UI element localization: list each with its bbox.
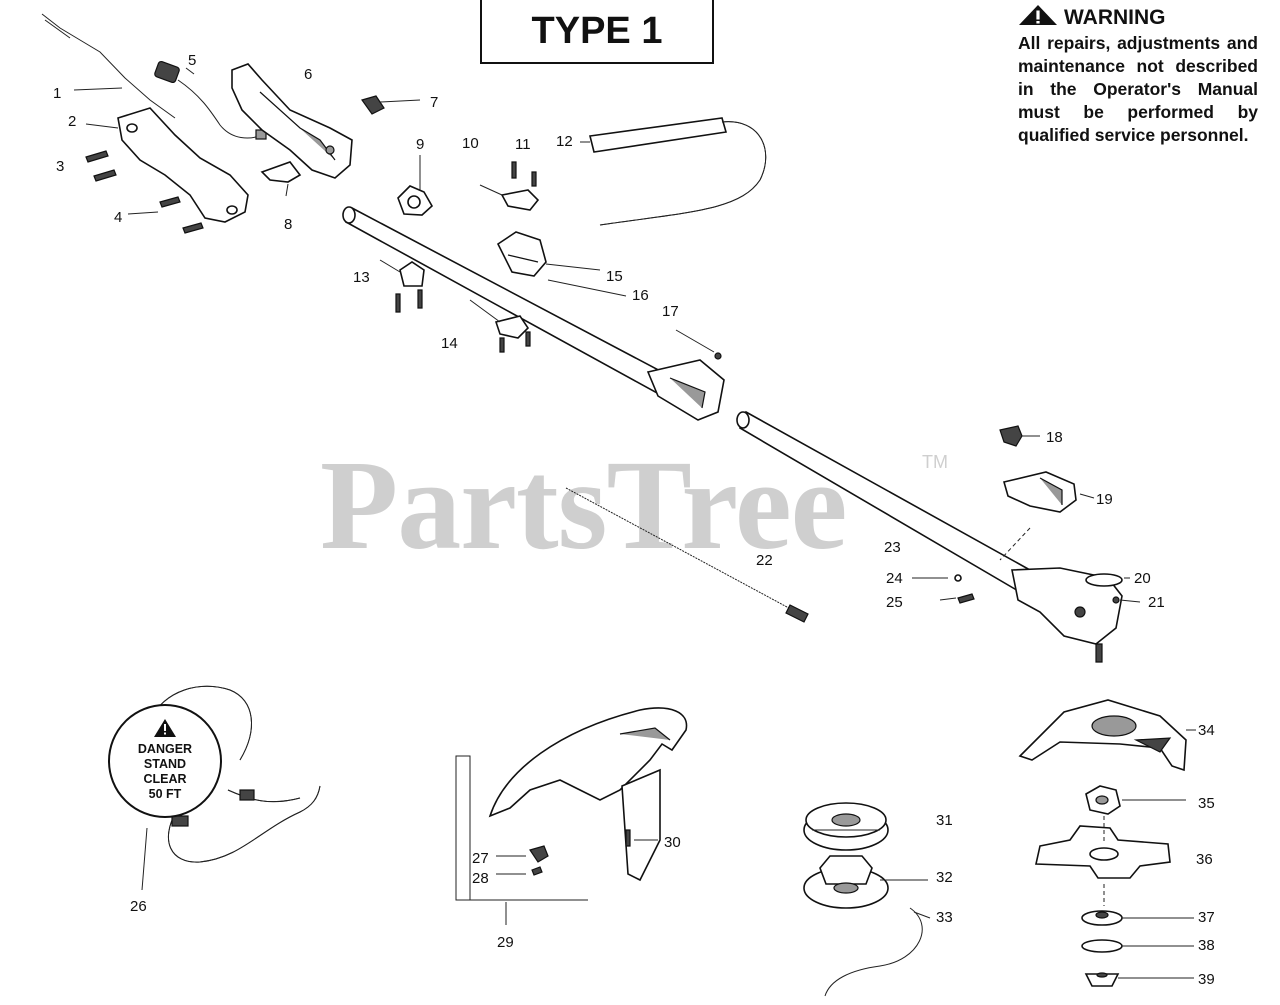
- part-37-washer: [1081, 910, 1123, 926]
- callout-1: 1: [53, 85, 61, 102]
- callout-13: 13: [353, 269, 370, 286]
- part-20-gearhead: [1011, 567, 1123, 663]
- leader-lines: [73, 67, 1196, 979]
- part-33-trimmer-line: [824, 907, 923, 997]
- callout-18: 18: [1046, 429, 1063, 446]
- part-11-screws: [511, 161, 537, 187]
- part-15-clamp-knob: [496, 231, 547, 277]
- callout-39: 39: [1198, 971, 1215, 988]
- part-29-grass-shield: [455, 707, 688, 925]
- callout-17: 17: [662, 303, 679, 320]
- part-36-blade: [1035, 816, 1171, 906]
- part-16-coupler: [646, 352, 725, 421]
- callout-27: 27: [472, 850, 489, 867]
- part-34-blade-shield: [1018, 699, 1187, 772]
- callout-33: 33: [936, 909, 953, 926]
- callout-10: 10: [462, 135, 479, 152]
- callout-14: 14: [441, 335, 458, 352]
- callout-12: 12: [556, 133, 573, 150]
- callout-34: 34: [1198, 722, 1215, 739]
- part-13-clamp: [395, 261, 425, 313]
- watermark-brand: PartsTree: [320, 434, 847, 576]
- callout-37: 37: [1198, 909, 1215, 926]
- callout-35: 35: [1198, 795, 1215, 812]
- callout-25: 25: [886, 594, 903, 611]
- part-9-clamp: [397, 185, 434, 216]
- callout-31: 31: [936, 812, 953, 829]
- callout-30: 30: [664, 834, 681, 851]
- callout-21: 21: [1148, 594, 1165, 611]
- callout-26: 26: [130, 898, 147, 915]
- part-18-wing-nut: [999, 425, 1023, 447]
- callout-20: 20: [1134, 570, 1151, 587]
- part-3-screws: [85, 150, 117, 182]
- callout-29: 29: [497, 934, 514, 951]
- part-19-shield-bracket: [1003, 471, 1077, 513]
- part-14-bracket: [494, 315, 531, 353]
- part-22-drive-shaft: [565, 487, 809, 623]
- callout-4: 4: [114, 209, 122, 226]
- part-12-j-handle: [589, 117, 767, 226]
- part-8-trigger: [260, 161, 302, 183]
- danger-line-2: STAND: [143, 757, 187, 771]
- danger-triangle-icon: [110, 718, 220, 742]
- part-32-spool: [803, 855, 889, 909]
- type-label: TYPE 1: [480, 0, 714, 64]
- part-24-washer: [954, 574, 962, 582]
- part-35-nut: [1085, 785, 1121, 815]
- part-1-throttle-cable: [41, 13, 176, 119]
- part-2-handle-half: [117, 107, 249, 223]
- callout-15: 15: [606, 268, 623, 285]
- callout-3: 3: [56, 158, 64, 175]
- callout-28: 28: [472, 870, 489, 887]
- danger-line-3: CLEAR: [143, 772, 187, 786]
- part-30-screw: [625, 829, 631, 847]
- warning-notice: WARNING All repairs, adjustments and mai…: [1018, 4, 1258, 147]
- danger-line-4: 50 FT: [148, 787, 182, 801]
- part-4-screws: [159, 196, 204, 234]
- callout-numbers: 1 2 3 4 5 6 7 8 9 10 11 12 13 14 15 16 1…: [53, 52, 1215, 988]
- callout-24: 24: [886, 570, 903, 587]
- callout-32: 32: [936, 869, 953, 886]
- warning-triangle-icon: [1018, 4, 1058, 32]
- part-31-spool-cover: [803, 802, 889, 851]
- part-38-cup: [1081, 939, 1123, 953]
- callout-22: 22: [756, 552, 773, 569]
- part-26-harness: [141, 685, 321, 891]
- part-28-screw: [531, 866, 543, 876]
- callout-36: 36: [1196, 851, 1213, 868]
- callout-6: 6: [304, 66, 312, 83]
- part-39-nut: [1084, 972, 1120, 987]
- callout-23: 23: [884, 539, 901, 556]
- part-25-screw: [957, 593, 975, 604]
- danger-line-1: DANGER: [137, 742, 193, 756]
- part-6-handle-housing: [231, 63, 353, 179]
- watermark-trademark: TM: [922, 452, 948, 472]
- warning-text: All repairs, adjustments and maintenance…: [1018, 33, 1258, 145]
- callout-8: 8: [284, 216, 292, 233]
- callout-2: 2: [68, 113, 76, 130]
- part-27-clip: [529, 845, 549, 863]
- callout-19: 19: [1096, 491, 1113, 508]
- lower-shaft: [736, 410, 1032, 594]
- danger-decal: DANGER STAND CLEAR 50 FT: [108, 704, 222, 818]
- part-10-bracket: [500, 189, 540, 211]
- callout-38: 38: [1198, 937, 1215, 954]
- callout-11: 11: [515, 136, 531, 153]
- callout-5: 5: [188, 52, 196, 69]
- callout-9: 9: [416, 136, 424, 153]
- warning-title: WARNING: [1064, 6, 1166, 29]
- callout-7: 7: [430, 94, 438, 111]
- callout-16: 16: [632, 287, 649, 304]
- part-7-lock-button: [361, 95, 385, 115]
- part-5-switch-wire: [154, 60, 267, 140]
